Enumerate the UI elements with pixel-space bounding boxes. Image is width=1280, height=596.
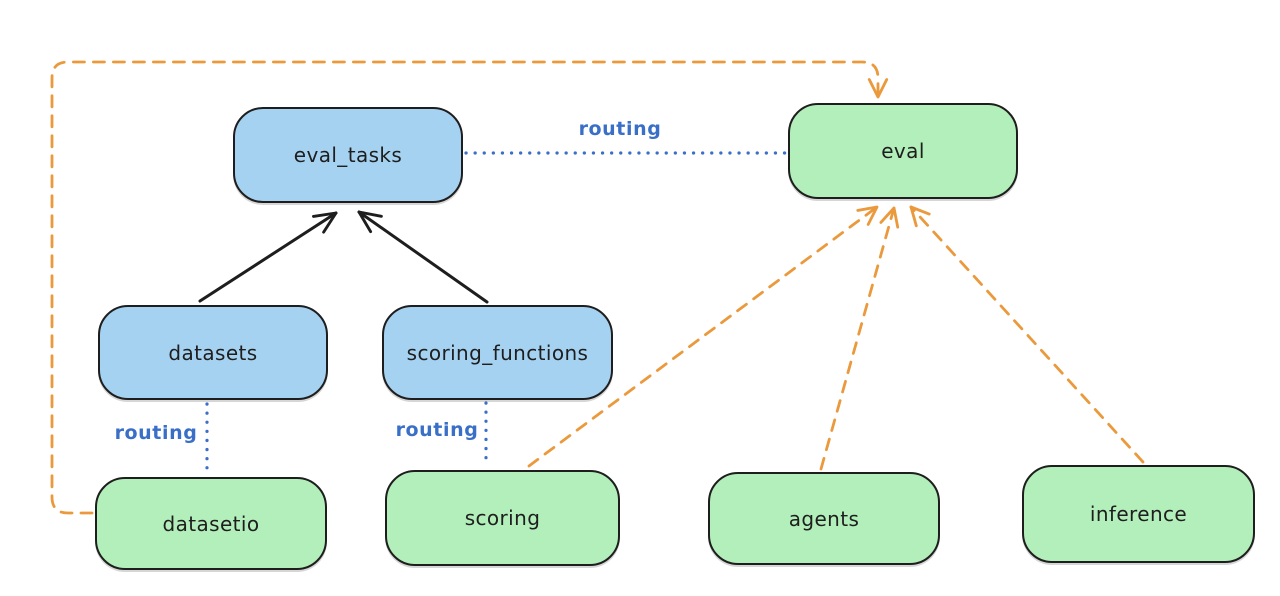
node-agents: agents [708,472,940,565]
node-datasets: datasets [98,305,328,400]
edge-scoring-to-eval-arrow [527,205,879,468]
edge-inference-to-eval-arrow [909,205,1145,464]
routing-label-scoring-functions-scoring: routing [395,419,479,441]
node-inference-label: inference [1089,502,1188,526]
node-eval-tasks: eval_tasks [233,107,463,203]
routing-label-eval-tasks-eval: routing [578,118,662,140]
node-eval: eval [788,103,1018,199]
edge-agents-to-eval-arrow [819,206,900,471]
node-datasets-label: datasets [168,340,258,365]
routing-label-datasets-datasetio: routing [114,422,198,444]
node-agents-label: agents [788,506,860,531]
edge-scoring-functions-to-eval-tasks-arrow [357,210,489,304]
node-datasetio-label: datasetio [162,511,260,536]
node-scoring: scoring [385,470,620,566]
node-eval-tasks-label: eval_tasks [293,143,403,167]
node-datasetio: datasetio [95,477,327,570]
edge-datasetio-to-eval-arrow [50,60,889,515]
node-scoring-functions: scoring_functions [382,305,613,400]
node-scoring-label: scoring [464,506,541,530]
node-inference: inference [1022,465,1255,563]
node-eval-label: eval [881,139,925,163]
edge-datasets-to-eval-tasks-arrow [198,211,338,303]
node-scoring-functions-label: scoring_functions [406,340,589,365]
